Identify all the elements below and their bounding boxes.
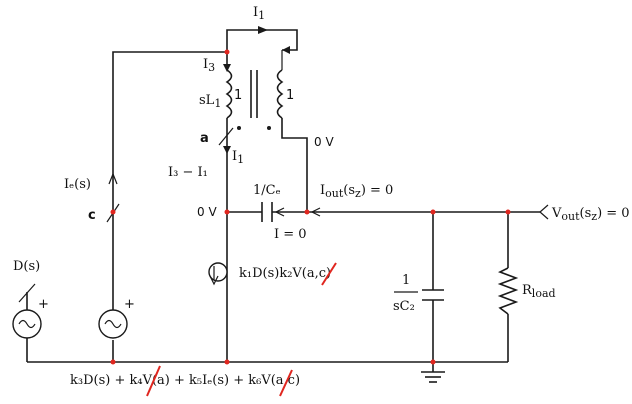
transformer-icon <box>225 50 284 130</box>
voltage-source-feedback-icon <box>98 309 128 339</box>
label-c2-den: sC₂ <box>393 299 415 314</box>
nodes <box>110 49 511 365</box>
ic-arrow-icon <box>108 172 118 185</box>
node-cap-right-dot <box>304 209 310 215</box>
label-node-c: c <box>88 208 96 223</box>
label-turns-right: 1 <box>286 88 294 103</box>
label-zero-v-a: 0 V <box>314 135 334 149</box>
voltage-source-ds-icon <box>12 309 42 339</box>
label-i-zero: I = 0 <box>274 227 307 242</box>
node-zero-v-dot <box>224 209 230 215</box>
i3-arrow-icon <box>223 64 231 72</box>
strike-cur-src-a <box>321 262 337 286</box>
label-current-source: k₁D(s)k₂V(a,c) <box>239 266 331 281</box>
top-loop-wire <box>226 29 298 51</box>
label-zero-v-c: 0 V <box>197 205 217 219</box>
strike-bottom-vac <box>279 369 293 397</box>
label-sl1: sL1 <box>199 93 221 110</box>
label-i1-top: I1 <box>253 5 265 22</box>
node-rload-top-dot <box>505 209 511 215</box>
strike-bottom-va <box>146 365 161 397</box>
label-i3-minus-i1: I₃ − I₁ <box>168 165 208 180</box>
label-i3: I3 <box>203 57 215 74</box>
label-cap-cc: 1/Cₑ <box>253 183 281 198</box>
label-turns-left: 1 <box>234 88 242 103</box>
capacitor-cc-icon <box>261 202 273 222</box>
cap-current-arrow-icon <box>274 207 285 217</box>
node-c-dot <box>110 209 116 215</box>
node-bottom-1-dot <box>110 359 116 365</box>
node-bottom-2-dot <box>224 359 230 365</box>
right-winding-arrow-icon <box>282 46 290 54</box>
capacitor-c2-icon <box>422 289 444 301</box>
label-iout: Iout(sz) = 0 <box>320 183 393 200</box>
label-plus-feedback: + <box>124 297 135 312</box>
label-plus-ds: + <box>38 297 49 312</box>
left-feedback-wire <box>112 51 227 320</box>
label-i1-mid: I1 <box>232 149 244 166</box>
node-a-slash-icon <box>218 127 234 146</box>
node-left-top-dot <box>224 49 230 55</box>
label-node-a: a <box>200 131 209 146</box>
label-ds: D(s) <box>13 259 40 274</box>
top-loop-arrow-icon <box>258 26 268 34</box>
current-source-icon <box>208 262 228 286</box>
node-bottom-3-dot <box>430 359 436 365</box>
ground-icon <box>421 371 445 383</box>
label-ic: Iₑ(s) <box>64 177 91 192</box>
label-rload: Rload <box>522 283 556 300</box>
right-winding-lead <box>281 118 308 212</box>
label-c2-num: 1 <box>402 273 410 288</box>
label-vout: Vout(sz) = 0 <box>551 206 630 223</box>
vout-terminal-icon <box>539 204 549 220</box>
ds-slash-icon <box>18 283 36 303</box>
i1-down-arrow-icon <box>223 146 231 154</box>
resistor-icon <box>497 267 519 315</box>
label-bottom-equation: k₃D(s) + k₄V(a) + k₅Iₑ(s) + k₆V(a,c) <box>70 373 300 388</box>
node-c2-top-dot <box>430 209 436 215</box>
iout-arrow-icon <box>310 207 321 217</box>
